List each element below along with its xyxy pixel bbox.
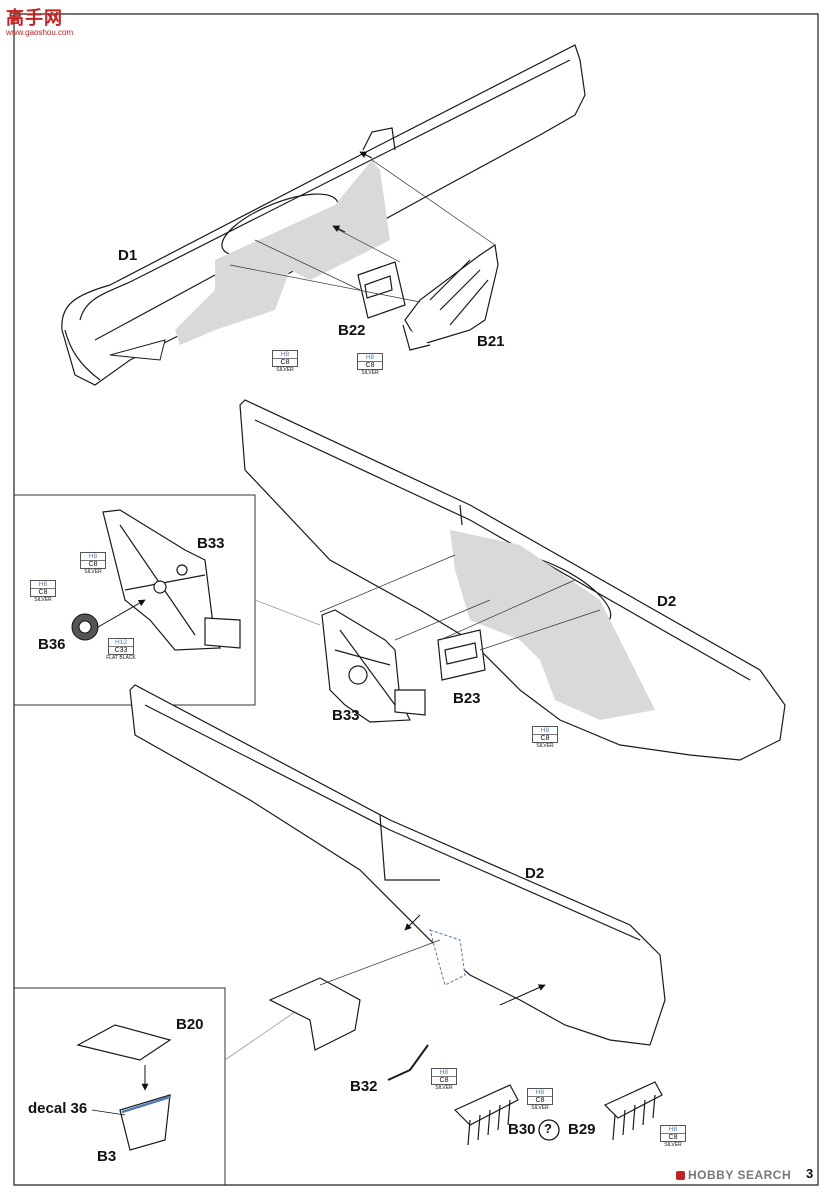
paint-chip: H8 C8 SILVER: [660, 1125, 686, 1148]
part-b23: [437, 629, 486, 681]
d2-shaded-area: [450, 530, 655, 720]
fuselage-half-d2-bottom: [129, 684, 666, 1046]
paint-c-code: C8: [365, 362, 375, 369]
label-b23: B23: [453, 690, 481, 707]
inset-b33-frame: [102, 509, 241, 651]
part-b33: [321, 609, 426, 723]
label-b36: B36: [38, 636, 66, 653]
paint-h-code: H8: [31, 581, 55, 589]
paint-c-code: C8: [535, 1097, 545, 1104]
paint-name: SILVER: [531, 1105, 549, 1111]
label-decal36: decal 36: [28, 1100, 88, 1117]
paint-h-code: H8: [661, 1126, 685, 1134]
label-d1: D1: [118, 247, 138, 264]
label-b29: B29: [568, 1121, 596, 1138]
paint-c-code: C8: [38, 589, 48, 596]
label-b3: B3: [97, 1148, 117, 1165]
watermark-top-url: www.gaoshou.com: [6, 28, 74, 37]
paint-h-code: H8: [81, 553, 105, 561]
part-b30: [453, 1084, 519, 1146]
paint-h-code: H12: [109, 639, 133, 647]
paint-chip: H8 C8 SILVER: [357, 353, 383, 376]
part-b29: [603, 1081, 663, 1141]
paint-name: SILVER: [664, 1142, 682, 1148]
watermark-top: 高手网 www.gaoshou.com: [6, 4, 73, 37]
part-b32: [387, 1044, 429, 1081]
label-b30: B30: [508, 1121, 536, 1138]
paint-h-code: H8: [273, 351, 297, 359]
paint-name: SILVER: [276, 367, 294, 373]
hobby-search-logo-icon: [676, 1171, 685, 1180]
watermark-bottom: HOBBY SEARCH: [676, 1168, 791, 1182]
paint-chip: H8 C8 SILVER: [532, 726, 558, 749]
paint-name: FLAT BLACK: [106, 655, 136, 661]
d1-shaded-area: [175, 160, 390, 345]
paint-chip: H8 C8 SILVER: [80, 552, 106, 575]
paint-c-code: C8: [439, 1077, 449, 1084]
paint-c-code: C8: [88, 561, 98, 568]
label-d2-bottom: D2: [525, 865, 545, 882]
paint-c-code: C8: [280, 359, 290, 366]
paint-chip: H8 C8 SILVER: [272, 350, 298, 373]
part-b3: [119, 1094, 171, 1151]
page-number: 3: [806, 1166, 814, 1181]
paint-h-code: H8: [528, 1089, 552, 1097]
inset-b20-b3: [14, 987, 226, 1185]
label-d2-mid: D2: [657, 593, 677, 610]
watermark-bottom-brand: HOBBY SEARCH: [688, 1168, 792, 1182]
part-b36-wheel: [71, 599, 146, 641]
paint-name: SILVER: [536, 743, 554, 749]
label-b20: B20: [176, 1016, 204, 1033]
paint-name: SILVER: [361, 370, 379, 376]
paint-name: SILVER: [84, 569, 102, 575]
question-circle-icon: [538, 1119, 560, 1141]
label-b33-inset: B33: [197, 535, 225, 552]
part-b21: [402, 243, 499, 351]
paint-chip: H8 C8 SILVER: [30, 580, 56, 603]
part-floor-panel: [268, 977, 361, 1051]
paint-c-code: C33: [114, 647, 128, 654]
paint-c-code: C8: [540, 735, 550, 742]
paint-name: SILVER: [34, 597, 52, 603]
paint-h-code: H8: [533, 727, 557, 735]
paint-c-code: C8: [668, 1134, 678, 1141]
part-b20: [76, 1024, 172, 1061]
paint-chip: H8 C8 SILVER: [431, 1068, 457, 1091]
question-mark: ?: [544, 1121, 552, 1136]
label-b33: B33: [332, 707, 360, 724]
paint-name: SILVER: [435, 1085, 453, 1091]
label-b32: B32: [350, 1078, 378, 1095]
label-b22: B22: [338, 322, 366, 339]
watermark-top-title: 高手网: [6, 8, 63, 28]
part-b22: [357, 261, 406, 319]
label-b21: B21: [477, 333, 505, 350]
page-border: [13, 13, 819, 1186]
paint-chip: H12 C33 FLAT BLACK: [106, 638, 136, 661]
paint-chip: H8 C8 SILVER: [527, 1088, 553, 1111]
paint-h-code: H8: [358, 354, 382, 362]
paint-h-code: H8: [432, 1069, 456, 1077]
